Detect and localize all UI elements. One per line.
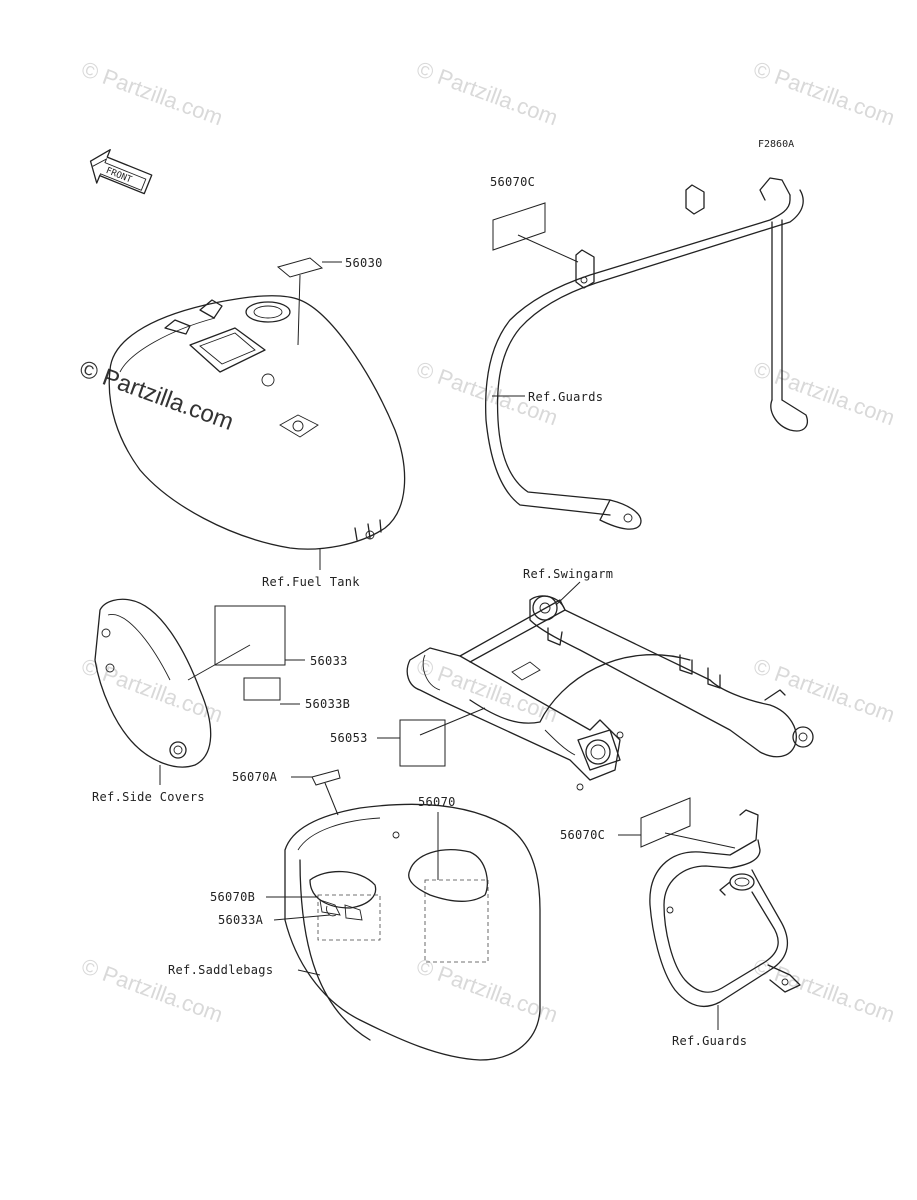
callout-ref-guards-top: Ref.Guards bbox=[528, 390, 603, 404]
decal-56053 bbox=[399, 719, 446, 767]
callout-ref-saddlebags: Ref.Saddlebags bbox=[168, 963, 273, 977]
callout-56070B: 56070B bbox=[210, 890, 255, 904]
callout-ref-guards-bottom: Ref.Guards bbox=[672, 1034, 747, 1048]
side-cover bbox=[94, 598, 305, 785]
watermark: © Partzilla.com bbox=[413, 56, 561, 130]
callout-56070C-right: 56070C bbox=[560, 828, 605, 842]
watermark: © Partzilla.com bbox=[78, 56, 226, 130]
fuel-tank bbox=[108, 257, 406, 550]
decal-56070A bbox=[311, 769, 341, 786]
watermark: © Partzilla.com bbox=[750, 953, 898, 1027]
decal-56033B bbox=[243, 677, 281, 701]
decal-56030 bbox=[276, 257, 324, 278]
decal-56033 bbox=[214, 605, 286, 666]
decal-56070C-top bbox=[492, 202, 546, 251]
callout-56030: 56030 bbox=[345, 256, 383, 270]
callout-56053: 56053 bbox=[330, 731, 368, 745]
watermark: © Partzilla.com bbox=[750, 653, 898, 727]
decal-56070C-right bbox=[640, 797, 691, 848]
callout-56070A: 56070A bbox=[232, 770, 278, 784]
callout-56070: 56070 bbox=[418, 795, 456, 809]
swingarm bbox=[377, 581, 814, 791]
watermark: © Partzilla.com bbox=[750, 56, 898, 130]
figure-code: F2860A bbox=[758, 139, 794, 150]
front-arrow-icon: FRONT bbox=[89, 149, 153, 195]
callout-56033A: 56033A bbox=[218, 913, 264, 927]
engine-guard-bottom bbox=[618, 797, 801, 1030]
watermark: © Partzilla.com bbox=[78, 653, 226, 727]
callout-ref-side-covers: Ref.Side Covers bbox=[92, 790, 205, 804]
callout-ref-fuel-tank: Ref.Fuel Tank bbox=[262, 575, 360, 589]
engine-guard-top bbox=[485, 177, 808, 530]
watermark: © Partzilla.com bbox=[413, 653, 561, 727]
callout-56070C-top: 56070C bbox=[490, 175, 535, 189]
callout-56033: 56033 bbox=[310, 654, 348, 668]
callout-ref-swingarm: Ref.Swingarm bbox=[523, 567, 613, 581]
callout-56033B: 56033B bbox=[305, 697, 350, 711]
watermark-dark: © Partzilla.com bbox=[76, 355, 237, 436]
saddlebag bbox=[266, 769, 541, 1061]
